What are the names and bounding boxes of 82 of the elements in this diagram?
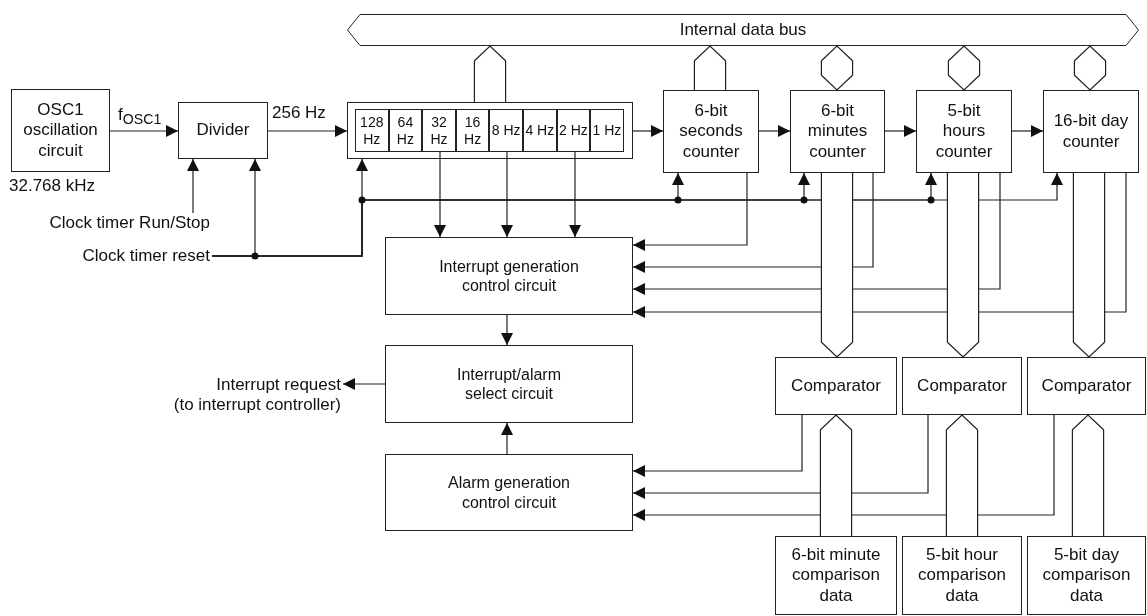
process-box — [902, 536, 1022, 615]
arrow — [434, 151, 446, 238]
box-label: Comparator — [790, 375, 882, 397]
box-label: 16-bit day counter — [1052, 111, 1130, 152]
process-box — [385, 345, 633, 423]
arrow — [632, 125, 664, 137]
bus-arrow — [693, 45, 727, 90]
arrow — [632, 172, 1001, 295]
box-label: 8 Hz — [491, 122, 521, 139]
process-box — [916, 90, 1012, 173]
box-label: 6-bit minute comparison data — [790, 544, 882, 607]
process-box — [1027, 357, 1146, 415]
box-label: 2 Hz — [559, 122, 588, 139]
bus-arrow — [819, 414, 853, 536]
box-label: 4 Hz — [525, 122, 555, 139]
box-label: Comparator — [916, 375, 1008, 397]
register-cell — [422, 109, 456, 152]
arrow — [632, 172, 874, 273]
register-box — [347, 102, 633, 159]
box-label: 5-bit hour comparison data — [917, 544, 1007, 607]
bus-arrow — [1072, 173, 1106, 358]
box-label: 128 Hz — [359, 114, 385, 147]
box-label: Alarm generation control circuit — [447, 473, 571, 512]
bus-arrow — [947, 45, 981, 91]
bus-arrow — [820, 45, 854, 91]
arrow — [632, 414, 803, 477]
arrow — [758, 125, 791, 137]
box-label: OSC1 oscillation circuit — [22, 99, 99, 162]
arrow — [632, 172, 748, 251]
bus-arrow — [1073, 45, 1107, 91]
box-label: 5-bit day comparison data — [1041, 544, 1132, 607]
bus-arrow — [473, 45, 507, 102]
arrow — [501, 314, 513, 346]
frequency-label: 32.768 kHz — [9, 176, 95, 197]
signal-text: (to interrupt controller) — [172, 395, 342, 416]
box-label: 6-bit seconds counter — [678, 100, 744, 163]
process-box — [1043, 90, 1139, 173]
box-label: Divider — [195, 120, 251, 141]
box-label: 5-bit hours counter — [934, 100, 994, 163]
box-label: 16 Hz — [463, 114, 483, 147]
box-label: Interrupt generation control circuit — [438, 256, 580, 296]
signal-text: Clock timer Run/Stop — [48, 212, 211, 234]
arrow — [632, 414, 929, 499]
bus-arrow — [1071, 414, 1105, 536]
arrow — [267, 125, 348, 137]
process-box — [790, 90, 885, 173]
box-label: 32 Hz — [429, 114, 449, 147]
process-box — [775, 536, 897, 615]
register-cell — [523, 109, 557, 152]
box-label: 64 Hz — [395, 114, 415, 147]
register-cell — [388, 109, 423, 152]
bus-arrow — [945, 414, 979, 536]
arrow — [342, 378, 386, 390]
process-box — [1027, 536, 1146, 615]
box-label: Interrupt/alarm select circuit — [455, 364, 562, 404]
arrow — [187, 158, 199, 214]
process-box — [178, 102, 268, 159]
signal-text: Interrupt request — [215, 374, 342, 395]
arrow — [1011, 125, 1044, 137]
arrow — [501, 422, 513, 455]
process-box — [385, 237, 633, 315]
box-label: Internal data bus — [678, 19, 808, 41]
register-cell — [556, 109, 591, 152]
arrow — [569, 151, 581, 238]
register-cell — [489, 109, 523, 152]
process-box — [663, 90, 759, 173]
bus-arrow — [946, 173, 980, 358]
box-label: Comparator — [1040, 375, 1133, 397]
arrow — [632, 414, 1055, 521]
box-label: 6-bit minutes counter — [806, 100, 869, 163]
arrow — [501, 151, 513, 238]
box-label: 1 Hz — [592, 122, 622, 139]
bus — [347, 14, 1139, 46]
register-cell — [590, 109, 624, 152]
register-cell — [455, 109, 490, 152]
arrow — [109, 125, 179, 137]
process-box — [775, 357, 897, 415]
process-box — [385, 454, 633, 531]
arrow — [884, 125, 917, 137]
bus-arrow — [820, 173, 854, 358]
signal-text: Clock timer reset — [81, 245, 211, 267]
process-box — [902, 357, 1022, 415]
